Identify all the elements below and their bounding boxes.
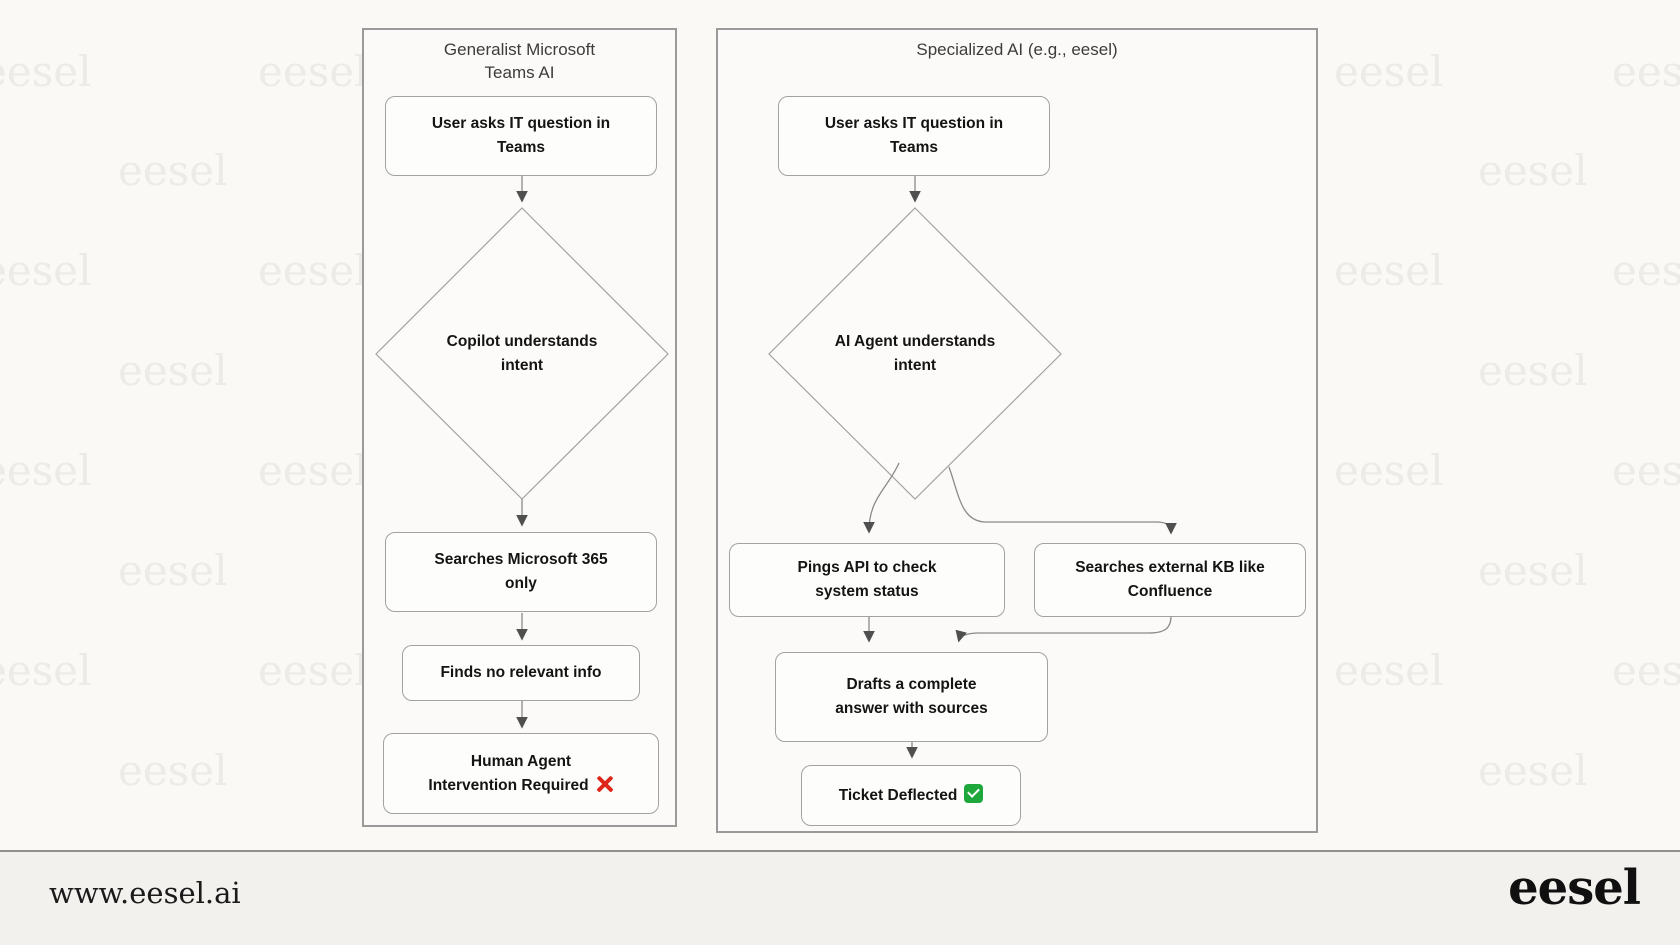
watermark-text: eesel	[258, 646, 368, 695]
flow-connectors-right	[768, 176, 1177, 759]
watermark-text: eesel	[1612, 47, 1680, 96]
watermark-text: eesel	[0, 646, 92, 695]
watermark-text: eesel	[258, 246, 368, 295]
footer-bar: www.eesel.ai eesel	[0, 850, 1680, 945]
watermark-text: eesel	[1612, 446, 1680, 495]
check-mark-icon	[964, 783, 984, 803]
watermark-text: eesel	[0, 246, 92, 295]
decision-diamond	[768, 207, 1062, 500]
watermark-text: eesel	[118, 146, 228, 195]
node-user-asks-question: User asks IT question in Teams	[385, 96, 657, 176]
watermark-text: eesel	[1612, 246, 1680, 295]
watermark-text: eesel	[118, 746, 228, 795]
watermark-text: eesel	[1478, 546, 1588, 595]
node-human-agent-intervention: Human Agent Intervention Required	[383, 733, 659, 814]
panel-generalist-teams-ai: Generalist Microsoft Teams AI User asks …	[362, 28, 677, 827]
watermark-text: eesel	[1478, 346, 1588, 395]
watermark-text: eesel	[1478, 146, 1588, 195]
cross-mark-icon	[596, 776, 614, 792]
node-drafts-complete-answer: Drafts a complete answer with sources	[775, 652, 1048, 742]
node-searches-microsoft-365: Searches Microsoft 365 only	[385, 532, 657, 612]
node-copilot-understands-intent: Copilot understands intent	[446, 333, 598, 374]
watermark-text: eesel	[1334, 446, 1444, 495]
node-pings-api-system-status: Pings API to check system status	[729, 543, 1005, 617]
watermark-text: eesel	[1334, 646, 1444, 695]
website-url: www.eesel.ai	[49, 876, 241, 910]
eesel-logo: eesel	[1508, 860, 1641, 916]
watermark-text: eesel	[1334, 47, 1444, 96]
node-searches-external-kb: Searches external KB like Confluence	[1034, 543, 1306, 617]
watermark-text: eesel	[1478, 746, 1588, 795]
watermark-text: eesel	[258, 47, 368, 96]
panel-specialized-ai: Specialized AI (e.g., eesel) User asks I…	[716, 28, 1318, 833]
node-finds-no-relevant-info: Finds no relevant info	[402, 645, 640, 701]
flow-connectors-left	[375, 176, 669, 729]
node-user-asks-question: User asks IT question in Teams	[778, 96, 1050, 176]
watermark-text: eesel	[118, 546, 228, 595]
watermark-text: eesel	[1334, 246, 1444, 295]
node-ai-agent-understands-intent: AI Agent understands intent	[834, 333, 996, 374]
panel-title: Generalist Microsoft Teams AI	[443, 40, 596, 82]
node-ticket-deflected: Ticket Deflected	[801, 765, 1021, 826]
watermark-text: eesel	[258, 446, 368, 495]
watermark-text: eesel	[1612, 646, 1680, 695]
watermark-text: eesel	[0, 47, 92, 96]
watermark-text: eesel	[118, 346, 228, 395]
panel-title: Specialized AI (e.g., eesel)	[916, 40, 1118, 59]
watermark-text: eesel	[0, 446, 92, 495]
